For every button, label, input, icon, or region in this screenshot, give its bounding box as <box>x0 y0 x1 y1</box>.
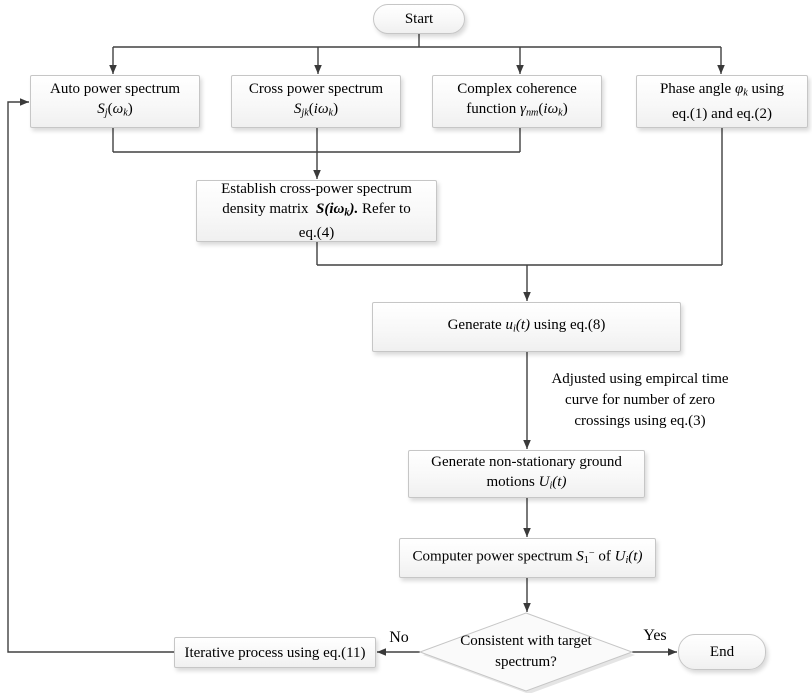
edge-feedback <box>7 98 174 653</box>
node-computer-power-spectrum: Computer power spectrum S1− of Ui(t) <box>399 538 656 578</box>
node-generate-ui: Generate ui(t) using eq.(8) <box>372 302 681 352</box>
decision-diamond <box>418 612 634 692</box>
node-end: End <box>678 634 766 670</box>
node-start: Start <box>373 4 465 34</box>
edge-label-no: No <box>389 629 409 646</box>
node-iterative-process: Iterative process using eq.(11) <box>174 637 376 668</box>
edge-label-yes: Yes <box>643 627 667 644</box>
